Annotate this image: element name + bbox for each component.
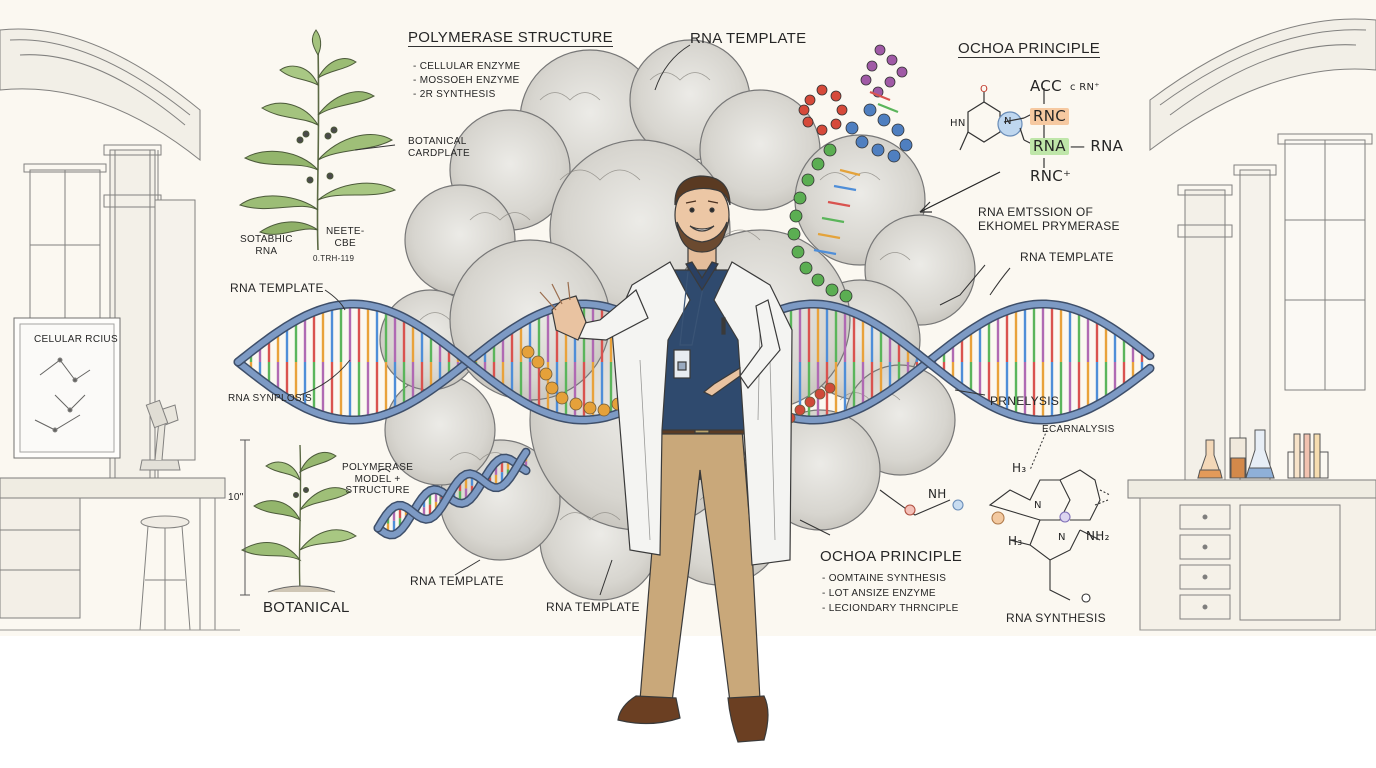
mol-nh: NH <box>928 487 947 501</box>
mol-n2: N <box>1058 532 1066 543</box>
chem-rna-tail: — RNA <box>1070 137 1124 155</box>
label-polymerase-model: POLYMERASE MODEL + STRUCTURE <box>342 462 414 496</box>
helix-backbone <box>375 455 529 538</box>
raised-hand <box>551 295 587 341</box>
label-rna-template-top: RNA TEMPLATE <box>690 30 807 47</box>
chem-rnc: RNC <box>1030 107 1070 126</box>
label-rna-synplosis: RNA SYNPLOSIS <box>228 393 312 404</box>
pointer-lines <box>299 44 1048 596</box>
label-monitor: CELULAR RCIUS <box>34 334 118 345</box>
right-room-architecture <box>1127 18 1376 631</box>
small-dna-helix <box>373 447 531 540</box>
helix-backbone <box>375 449 529 531</box>
label-ochoa-principle-bottom: OCHOA PRINCIPLE <box>820 548 963 565</box>
mol-n1: N <box>1034 500 1042 511</box>
label-polymerase-structure: POLYMERASE STRUCTURE <box>408 29 613 48</box>
left-room-architecture <box>0 28 240 631</box>
botanical-plant-bottom <box>240 439 357 596</box>
label-rna-synthesis: RNA SYNTHESIS <box>1006 611 1106 625</box>
rna-molecule-top-rungs <box>813 90 899 256</box>
label-neete-cbe: NEETE- CBE <box>326 226 365 249</box>
label-rna-template-bl: RNA TEMPLATE <box>410 574 504 588</box>
polymerase-note-2: - MOSSOEH ENZYME <box>413 75 520 86</box>
botanical-plant-top <box>238 29 397 251</box>
hair <box>674 175 731 206</box>
mol-h3-top: H₃ <box>1012 461 1027 475</box>
small-marks <box>377 468 391 473</box>
polymerase-note-3: - 2R SYNTHESIS <box>413 89 496 100</box>
label-scale-mark: 10" <box>228 492 244 503</box>
label-ochoa-principle-top: OCHOA PRINCIPLE <box>958 40 1101 59</box>
label-rna-template-right: RNA TEMPLATE <box>1020 250 1114 264</box>
label-rna-template-bc: RNA TEMPLATE <box>546 600 640 614</box>
label-rna-emission: RNA EMTSSION OF EKHOMEL PRYMERASE <box>978 205 1120 233</box>
glassware <box>1197 429 1329 479</box>
label-sotabhic-rna: SOTABHIC RNA <box>240 234 293 257</box>
polymerase-note-1: - CELLULAR ENZYME <box>413 61 521 72</box>
chem-acc: ACC <box>1030 77 1062 95</box>
chem-rnc-plus: RNC⁺ <box>1030 167 1072 185</box>
chem-ring-hn: HN <box>950 118 966 129</box>
left-shoe <box>617 695 681 725</box>
chem-rn-plus: c RN⁺ <box>1070 82 1100 93</box>
rna-molecule-top <box>787 44 913 303</box>
label-prnelysis: PRNELYSIS <box>990 394 1060 408</box>
label-rna-template-left: RNA TEMPLATE <box>230 281 324 295</box>
mol-nh2: NH₂ <box>1086 529 1110 543</box>
scientist <box>539 175 793 743</box>
ochoa-item-1: - OOMTAINE SYNTHESIS <box>822 573 947 584</box>
label-botanical-bottom: BOTANICAL <box>263 599 350 616</box>
chem-rna: RNA <box>1030 137 1069 156</box>
label-tiny-code: 0.TRH-119 <box>313 254 355 263</box>
chem-ring-o: O <box>980 84 989 95</box>
mol-h3-bottom: H₃ <box>1008 534 1023 548</box>
label-botanical-cardplate: BOTANICAL CARDPLATE <box>408 136 470 159</box>
label-ecarnalysis: ECARNALYSIS <box>1042 424 1115 435</box>
blank-bottom <box>0 636 1376 768</box>
ochoa-item-3: - LECIONDARY THRNCIPLE <box>822 603 959 614</box>
gesture-hand <box>702 366 741 397</box>
beard <box>676 221 728 253</box>
molecule-bottom-right <box>879 469 1111 603</box>
right-shoe <box>727 695 769 743</box>
ochoa-item-2: - LOT ANSIZE ENZYME <box>822 588 936 599</box>
chem-ring-n: N <box>1004 116 1012 127</box>
